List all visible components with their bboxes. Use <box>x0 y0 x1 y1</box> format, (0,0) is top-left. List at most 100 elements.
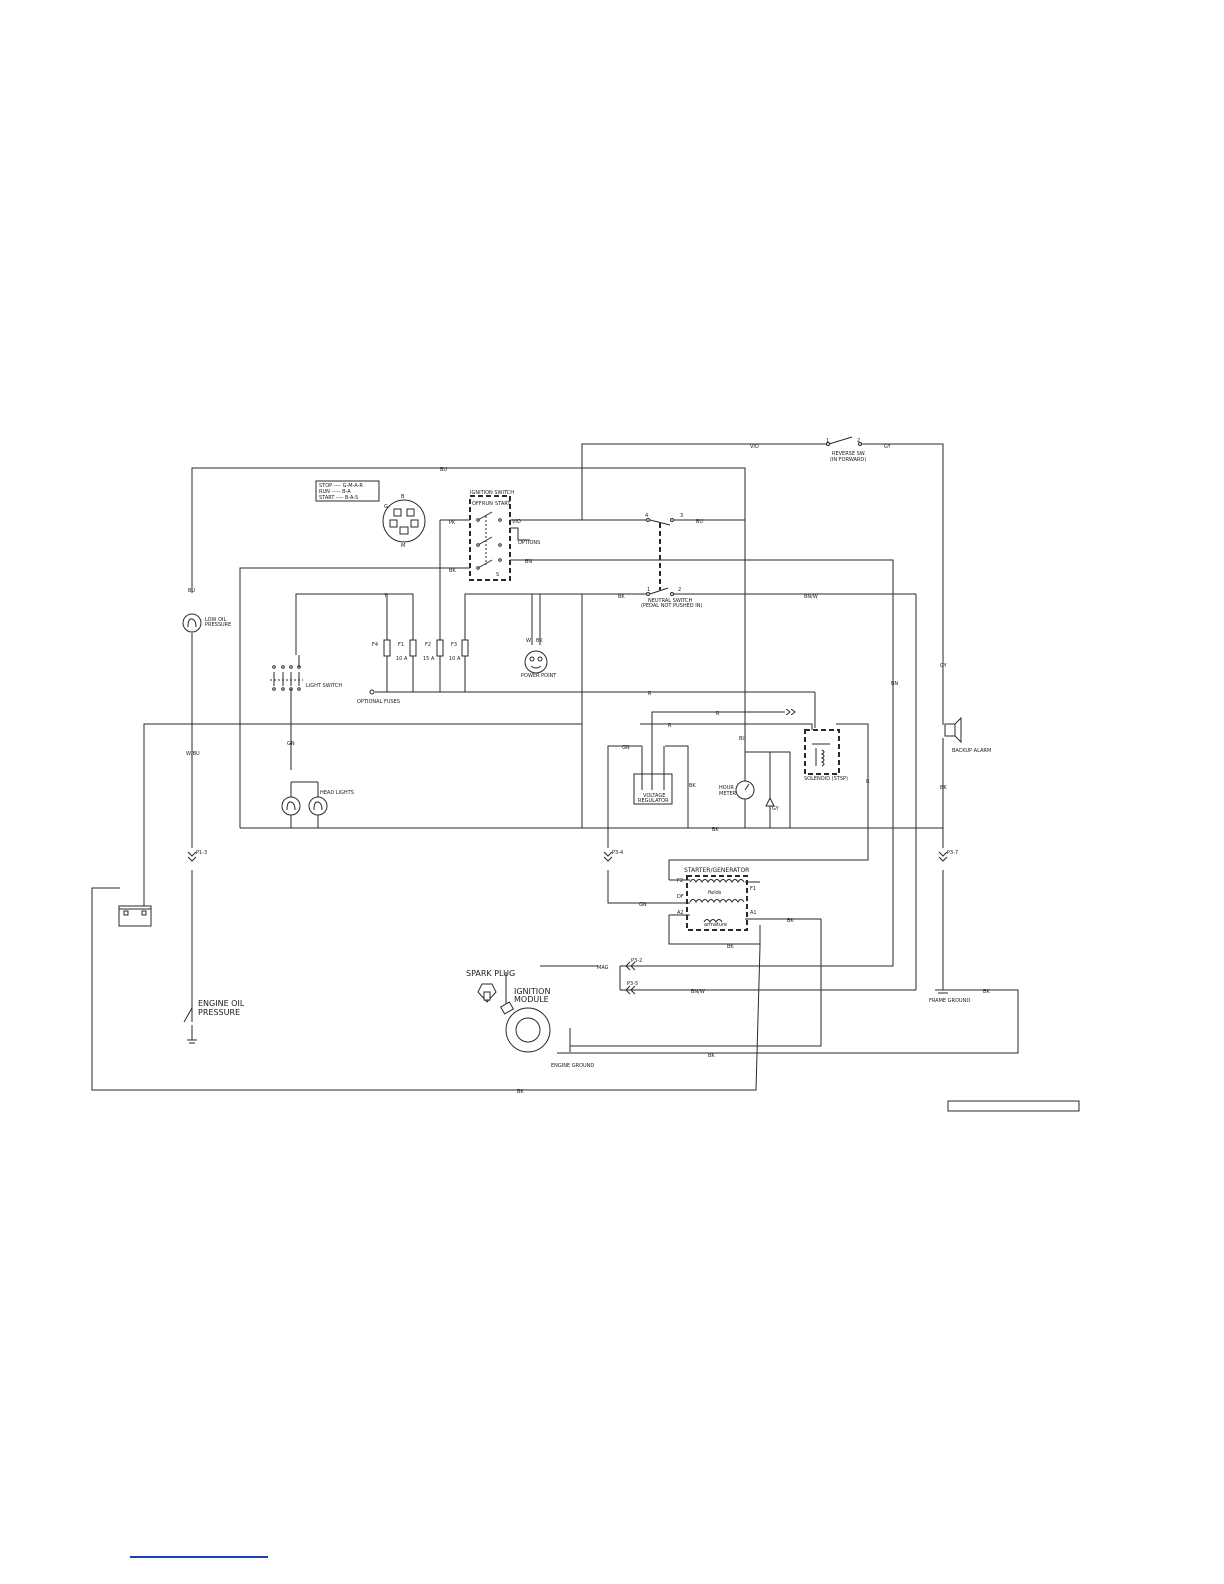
hour-meter: HOUR METER GY <box>719 780 780 812</box>
reverse-switch-label: REVERSE SW. <box>832 451 866 457</box>
footer-link-underline[interactable] <box>130 1556 268 1558</box>
wire-bk-ign: BK <box>449 568 456 574</box>
wire-bu-left: BU <box>188 588 195 594</box>
backup-alarm: BACKUP ALARM <box>944 716 991 754</box>
legend-stop: STOP ---- G-M-A-R <box>319 483 363 489</box>
solenoid-label: SOLENOID (STSP) <box>804 776 848 782</box>
wire-bk-pp: BK <box>536 638 543 644</box>
terminal-f1: F1 <box>750 886 756 892</box>
head-lights-label: HEAD LIGHTS <box>320 790 354 796</box>
connector-p3-4: P3-4 <box>612 850 623 856</box>
regulator-sublabel: REGULATOR <box>638 798 669 804</box>
wire-bn-right: BN <box>891 681 898 687</box>
wire-r3: R <box>668 723 672 729</box>
position-run: RUN <box>482 501 493 507</box>
neutral-terminal-3: 3 <box>680 513 683 519</box>
position-start: START <box>495 501 511 507</box>
wire-bu-top: BU <box>440 467 447 473</box>
connector-p3-5: P3-5 <box>627 981 638 987</box>
wire-bk-neutral: BK <box>618 594 625 600</box>
options-label: OPTIONS <box>518 540 540 546</box>
neutral-switch: 4 3 1 2 NEUTRAL SWITCH (PEDAL NOT PUSHED… <box>641 513 702 609</box>
wire-pk: PK <box>449 520 456 526</box>
ignition-module: IGNITION MODULE <box>499 987 551 1053</box>
connector-marks <box>187 708 948 995</box>
reverse-switch-terminal-1: 1 <box>826 438 829 444</box>
wire-bk-right: BK <box>940 785 947 791</box>
wire-bu-ign: BU <box>696 519 703 525</box>
fuse-f2: F2 <box>425 642 431 648</box>
wire-gn-light: GN <box>287 741 295 747</box>
neutral-terminal-1: 1 <box>647 587 650 593</box>
engine-oil-sublabel: PRESSURE <box>198 1008 240 1017</box>
low-oil-pressure-lamp: LOW OIL PRESSURE <box>182 613 231 633</box>
voltage-regulator: VOLTAGE REGULATOR <box>622 745 673 805</box>
wire-bn-w2: BN/W <box>691 989 705 995</box>
key-terminal-m: M <box>401 543 405 549</box>
engine-oil-pressure-switch: ENGINE OIL PRESSURE <box>198 999 245 1017</box>
reverse-switch-sublabel: (IN FORWARD) <box>830 457 866 463</box>
fuse-f3: F3 <box>451 642 457 648</box>
wire-w-bu: W/BU <box>186 751 200 757</box>
neutral-terminal-4: 4 <box>645 513 648 519</box>
engine-ground-label: ENGINE GROUND <box>551 1063 594 1069</box>
wire-bk-a1: BK <box>787 918 794 924</box>
fuse-f4: F4 <box>372 642 378 648</box>
ignition-module-sublabel: MODULE <box>514 995 549 1004</box>
connector-p3-7: P3-7 <box>947 850 958 856</box>
fuse-f1: F1 <box>398 642 404 648</box>
low-oil-label: LOW OIL <box>205 617 226 623</box>
engine-oil-label: ENGINE OIL <box>198 999 245 1008</box>
optional-fuses-label: OPTIONAL FUSES <box>357 699 400 705</box>
light-switch-label: LIGHT SWITCH <box>306 683 342 689</box>
wire-r-right: R <box>866 779 870 785</box>
solenoid: SOLENOID (STSP) <box>804 729 848 782</box>
reverse-switch-terminal-2: 2 <box>857 438 860 444</box>
battery <box>118 905 152 927</box>
fuse-f3-rating: 10 A <box>449 656 461 662</box>
wire-mag: MAG <box>597 965 609 971</box>
wire-r1: R <box>648 691 652 697</box>
ignition-key-face: B G M <box>382 494 426 549</box>
power-point-label: POWER POINT <box>521 673 557 679</box>
wire-gy-right: GY <box>940 663 948 669</box>
fuse-f1-rating: 10 A <box>396 656 408 662</box>
head-lights: HEAD LIGHTS <box>281 782 354 828</box>
hour-meter-sublabel: METER <box>719 791 737 797</box>
ignition-switch: IGNITION SWITCH OFF RUN START S <box>469 490 514 581</box>
armature-label: armature <box>704 922 727 928</box>
wire-bk-gen: BK <box>727 944 734 950</box>
backup-alarm-label: BACKUP ALARM <box>952 748 991 754</box>
wire-bk-engine: BK <box>708 1053 715 1059</box>
legend-run: RUN ----- B-A <box>319 489 351 495</box>
position-off: OFF <box>472 501 482 507</box>
wire-bn-w: BN/W <box>804 594 818 600</box>
wire-y: Y <box>383 593 388 599</box>
power-point: POWER POINT W BK <box>521 638 557 679</box>
hour-meter-label: HOUR <box>719 785 734 791</box>
ignition-switch-title: IGNITION SWITCH <box>470 490 514 496</box>
key-terminal-b: B <box>401 494 405 500</box>
connector-p1-3: P1-3 <box>196 850 207 856</box>
title-block <box>947 1100 1080 1112</box>
wire-r2: R <box>716 711 720 717</box>
fuse-f2-rating: 15 A <box>423 656 435 662</box>
wire-gn-start: GN <box>639 902 647 908</box>
wire-network <box>91 443 1019 1091</box>
wire-gy-top: GY <box>884 444 892 450</box>
wire-gy-meter: GY <box>772 806 780 812</box>
light-switch: LIGHT SWITCH <box>270 655 342 700</box>
wire-bu-meter: BU <box>739 736 746 742</box>
reverse-switch: 1 2 REVERSE SW. (IN FORWARD) <box>826 436 866 463</box>
wire-bk-reg: BK <box>689 783 696 789</box>
wire-w: W <box>526 638 531 644</box>
spark-plug-label: SPARK PLUG <box>466 969 515 978</box>
terminal-a1: A1 <box>750 910 757 916</box>
regulator-label: VOLTAGE <box>643 793 665 799</box>
legend-start: START ---- B-A-S <box>319 495 358 501</box>
wire-bk-frame: BK <box>983 989 990 995</box>
ignition-module-label: IGNITION <box>514 987 550 996</box>
wire-bn-ign: BN <box>525 559 532 565</box>
connector-p3-2: P3-2 <box>631 958 642 964</box>
